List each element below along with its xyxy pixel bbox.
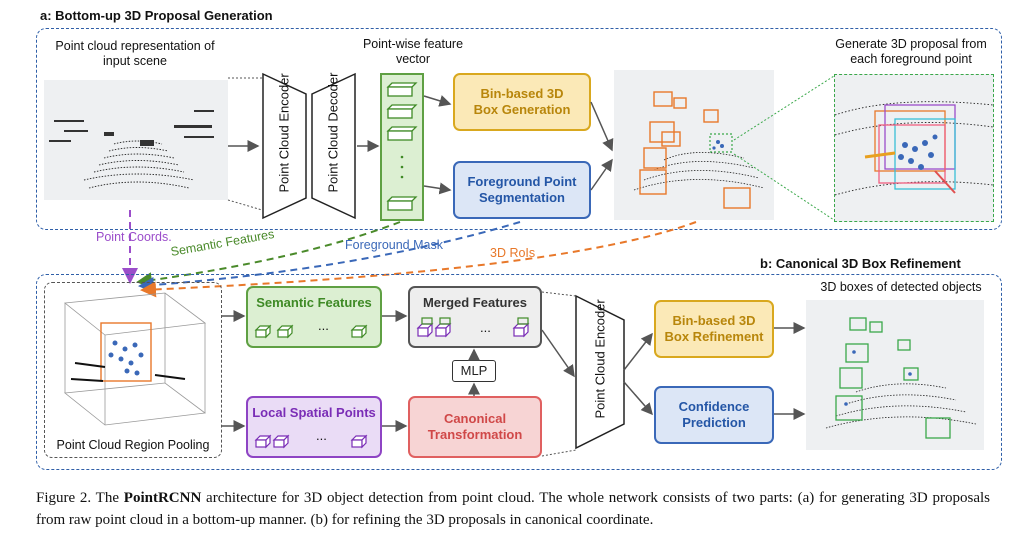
refine-encoder-shape bbox=[575, 294, 625, 450]
section-b-panel bbox=[36, 274, 1002, 470]
merged-features-cubes bbox=[416, 317, 530, 338]
foreground-segmentation: Foreground Point Segmentation bbox=[453, 161, 591, 219]
figure-caption: Figure 2. The PointRCNN architecture for… bbox=[36, 490, 990, 528]
confidence-prediction: Confidence Prediction bbox=[654, 386, 774, 444]
zoomed-proposal-image bbox=[834, 74, 994, 222]
proposals-image bbox=[614, 70, 774, 220]
region-pooling-label: Point Cloud Region Pooling bbox=[46, 438, 220, 452]
merged-features-box: Merged Features bbox=[408, 286, 542, 348]
merged-features-title: Merged Features bbox=[422, 295, 528, 310]
input-scene-label: Point cloud representation of input scen… bbox=[55, 39, 215, 68]
section-b-title: b: Canonical 3D Box Refinement bbox=[760, 256, 961, 271]
rois-link-label: 3D RoIs bbox=[490, 246, 536, 260]
canonical-transformation-box: Canonical Transformation bbox=[408, 396, 542, 458]
caption-bold-name: PointRCNN bbox=[123, 490, 202, 506]
semantic-features-cubes bbox=[254, 324, 368, 339]
encoder-decoder-shapes bbox=[262, 72, 356, 220]
merged-ellipsis: ... bbox=[480, 320, 491, 335]
section-a-title: a: Bottom-up 3D Proposal Generation bbox=[40, 8, 273, 23]
detected-objects-label: 3D boxes of detected objects bbox=[820, 280, 982, 294]
mlp-box: MLP bbox=[452, 360, 496, 382]
local-spatial-cubes bbox=[254, 434, 368, 449]
region-pooling-box bbox=[44, 282, 222, 458]
local-spatial-points-box: Local Spatial Points bbox=[246, 396, 382, 458]
detected-objects-image bbox=[806, 300, 984, 450]
proposal-label: Generate 3D proposal from each foregroun… bbox=[835, 37, 987, 66]
section-b-arrows bbox=[222, 291, 806, 457]
point-coords-link-label: Point Coords. bbox=[96, 230, 172, 244]
semantic-ellipsis: ... bbox=[318, 318, 329, 333]
feature-vector-column bbox=[380, 73, 424, 221]
foreground-mask-link-label: Foreground Mask bbox=[345, 238, 443, 252]
input-point-cloud-image bbox=[44, 80, 228, 200]
semantic-features-title: Semantic Features bbox=[256, 295, 372, 310]
bin-box-refinement: Bin-based 3D Box Refinement bbox=[654, 300, 774, 358]
section-a-panel bbox=[36, 28, 1002, 230]
local-spatial-ellipsis: ... bbox=[316, 428, 327, 443]
bin-box-generation: Bin-based 3D Box Generation bbox=[453, 73, 591, 131]
feature-vector-label: Point-wise feature vector bbox=[362, 37, 464, 66]
section-a-arrows bbox=[122, 75, 835, 298]
local-spatial-points-title: Local Spatial Points bbox=[252, 405, 376, 420]
semantic-features-box: Semantic Features bbox=[246, 286, 382, 348]
